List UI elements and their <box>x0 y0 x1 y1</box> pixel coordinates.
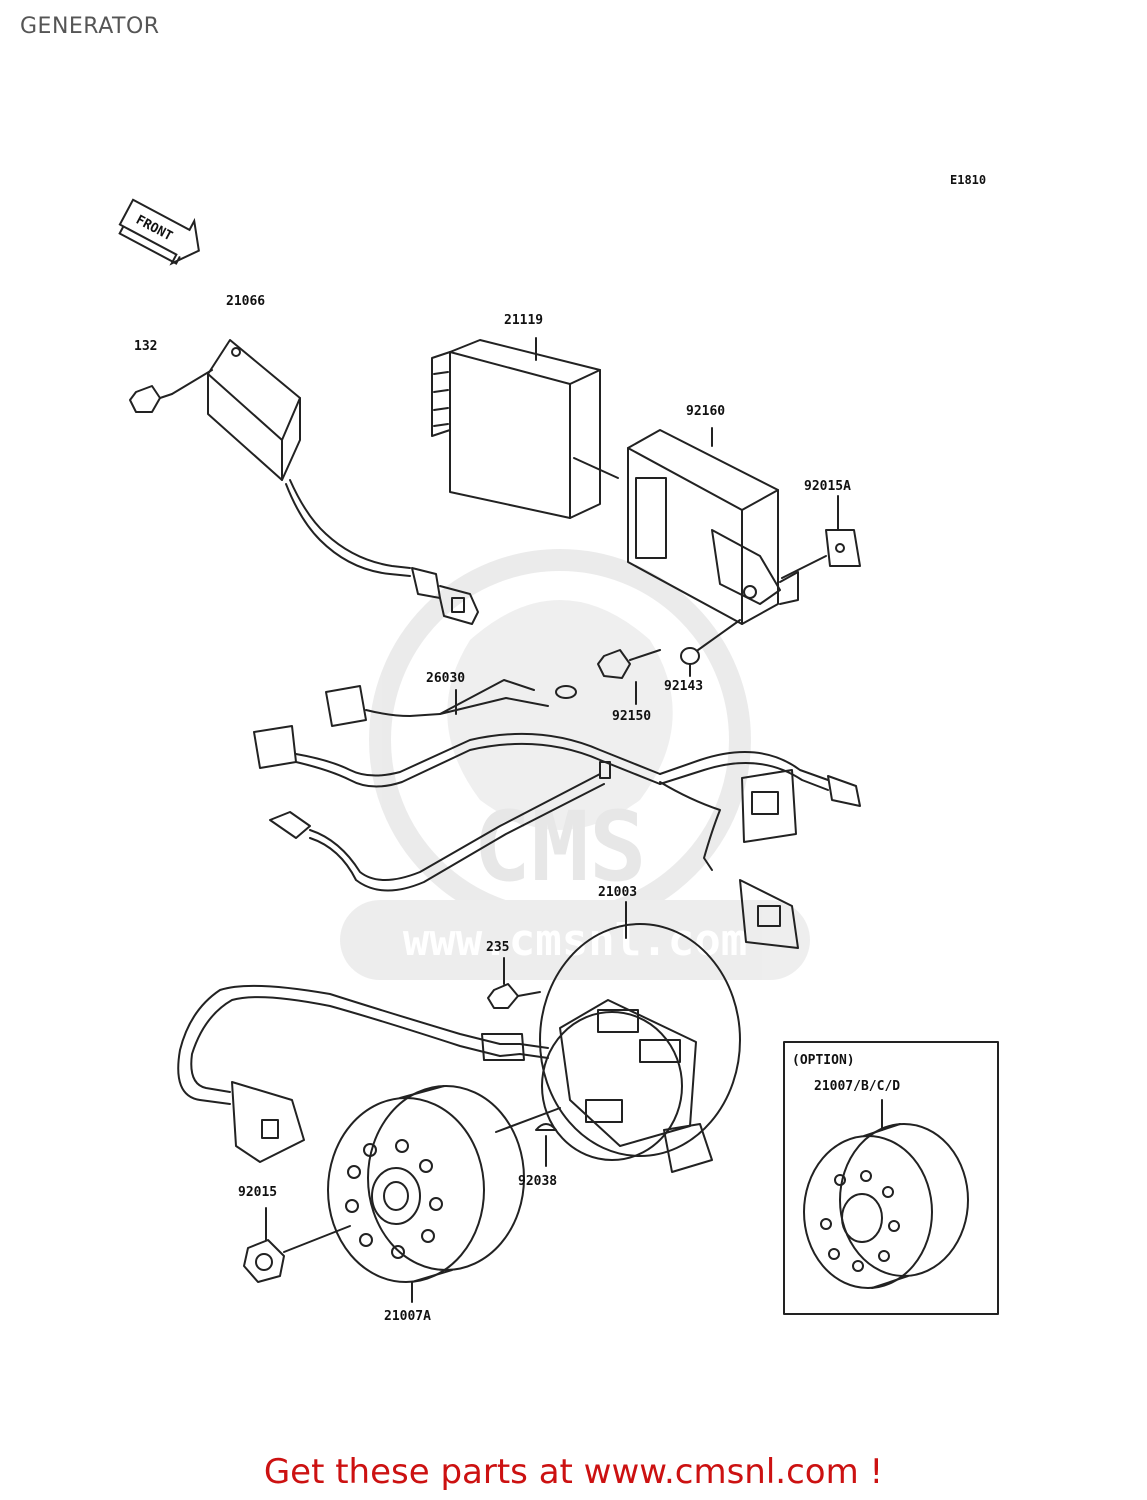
woodruff-key-92038 <box>495 1107 561 1167</box>
option-box <box>783 1041 999 1315</box>
clip-92015A <box>781 495 861 579</box>
watermark-logo-text: CMS <box>473 791 646 903</box>
cdi-box-21119 <box>431 337 619 519</box>
label-21007A: 21007A <box>384 1309 431 1324</box>
page-title: GENERATOR <box>20 14 160 39</box>
label-21066: 21066 <box>226 294 265 309</box>
label-235: 235 <box>486 940 509 955</box>
harness-26030 <box>253 679 861 949</box>
label-92150: 92150 <box>612 709 651 724</box>
label-92015A: 92015A <box>804 479 851 494</box>
flywheel-21007A <box>327 1085 525 1303</box>
label-92038: 92038 <box>518 1174 557 1189</box>
watermark-url-text: www.cmsnl.com <box>403 915 747 966</box>
nut-92015 <box>243 1207 351 1283</box>
option-part-label: 21007/B/C/D <box>814 1079 900 1094</box>
collar-92143 <box>680 619 741 677</box>
label-92015: 92015 <box>238 1185 277 1200</box>
label-21119: 21119 <box>504 313 543 328</box>
exploded-parts-diagram: CMS www.cmsnl.com FRONT <box>118 198 999 1324</box>
diagram-code: E1810 <box>950 173 987 187</box>
footer-banner[interactable]: Get these parts at www.cmsnl.com ! <box>263 1452 884 1492</box>
bolt-92150 <box>597 649 661 705</box>
watermark: CMS www.cmsnl.com <box>340 549 810 980</box>
label-26030: 26030 <box>426 671 465 686</box>
label-21003: 21003 <box>598 885 637 900</box>
stator-wire <box>177 984 549 1163</box>
front-arrow-icon: FRONT <box>118 198 200 266</box>
part-labels: 21066 132 21119 92160 92015A 92143 92150… <box>134 294 900 1324</box>
label-92160: 92160 <box>686 404 725 419</box>
stator-21003 <box>539 901 741 1173</box>
bolt-235 <box>487 957 541 1009</box>
option-heading: (OPTION) <box>792 1053 855 1068</box>
regulator-92160 <box>627 427 799 625</box>
bolt-132 <box>129 369 213 413</box>
module-21066 <box>207 339 479 625</box>
label-132: 132 <box>134 339 157 354</box>
label-92143: 92143 <box>664 679 703 694</box>
